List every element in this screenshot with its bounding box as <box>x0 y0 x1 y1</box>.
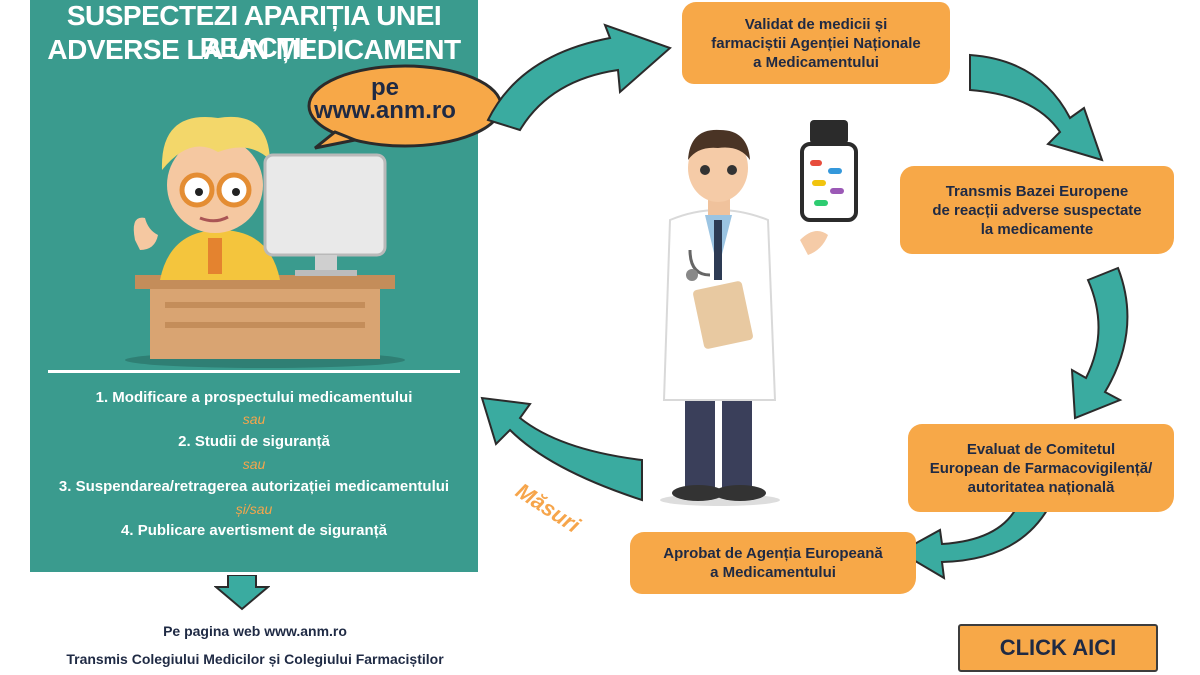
cycle-arrows <box>480 23 1129 580</box>
divider <box>48 370 460 373</box>
step-transmitted-line-2: de reacții adverse suspectate <box>932 201 1142 219</box>
footer-line-1: Pe pagina web www.anm.ro <box>163 623 347 639</box>
measure-item-4: 4. Publicare avertisment de siguranță <box>121 522 387 539</box>
speech-bubble <box>307 64 503 150</box>
connector-3: și/sau <box>235 501 273 517</box>
headline-line-2: ADVERSE LA UN MEDICAMENT <box>47 34 461 65</box>
headline-line-1: SUSPECTEZI APARIȚIA UNEI REACȚII <box>66 0 442 63</box>
measure-item-1: 1. Modificare a prospectului medicamentu… <box>95 389 413 406</box>
cycle-arrow-icon <box>1070 266 1129 420</box>
bubble-line-2: www.anm.ro <box>314 97 456 124</box>
measure-item-2: 2. Studii de siguranță <box>178 433 330 450</box>
step-validated-line-3: a Medicamentului <box>753 53 879 71</box>
step-validated-line-2: farmaciștii Agenției Naționale <box>711 34 921 52</box>
footer-line-2: Transmis Colegiului Medicilor și Colegiu… <box>66 651 444 667</box>
connector-2: sau <box>242 456 266 472</box>
cycle-arrow-icon <box>969 53 1104 162</box>
step-approved-line-1: Aprobat de Agenția Europeană <box>663 545 883 562</box>
bubble-text: pe www.anm.ro <box>300 74 470 124</box>
step-validated: Validat de medicii și farmaciștii Agenți… <box>682 2 950 84</box>
measure-item-3: 3. Suspendarea/retragerea autorizației m… <box>58 478 450 495</box>
computer-user-illustration <box>125 116 405 368</box>
step-evaluated-line-2: European de Farmacovigilență/ <box>929 459 1153 477</box>
step-approved-line-2: a Medicamentului <box>710 564 836 581</box>
step-approved: Aprobat de Agenția Europeană a Medicamen… <box>630 532 916 594</box>
click-here-button[interactable]: CLICK AICI <box>958 624 1158 672</box>
bubble-line-1: pe <box>370 74 399 101</box>
down-arrow-icon <box>214 575 270 611</box>
step-transmitted-line-3: la medicamente <box>980 220 1094 238</box>
step-evaluated: Evaluat de Comitetul European de Farmaco… <box>908 424 1174 512</box>
step-evaluated-line-1: Evaluat de Comitetul <box>966 440 1116 458</box>
connector-1: sau <box>242 411 266 427</box>
step-transmitted-line-1: Transmis Bazei Europene <box>945 182 1129 200</box>
doctor-illustration <box>660 120 858 506</box>
cycle-arrow-icon <box>480 396 643 502</box>
cycle-arrow-icon <box>486 23 672 132</box>
info-panel: SUSPECTEZI APARIȚIA UNEI REACȚII ADVERSE… <box>30 0 503 572</box>
step-transmitted: Transmis Bazei Europene de reacții adver… <box>900 166 1174 254</box>
pill-bottle-icon <box>800 120 858 222</box>
step-evaluated-line-3: autoritatea națională <box>967 478 1115 496</box>
step-validated-line-1: Validat de medicii și <box>744 15 888 33</box>
